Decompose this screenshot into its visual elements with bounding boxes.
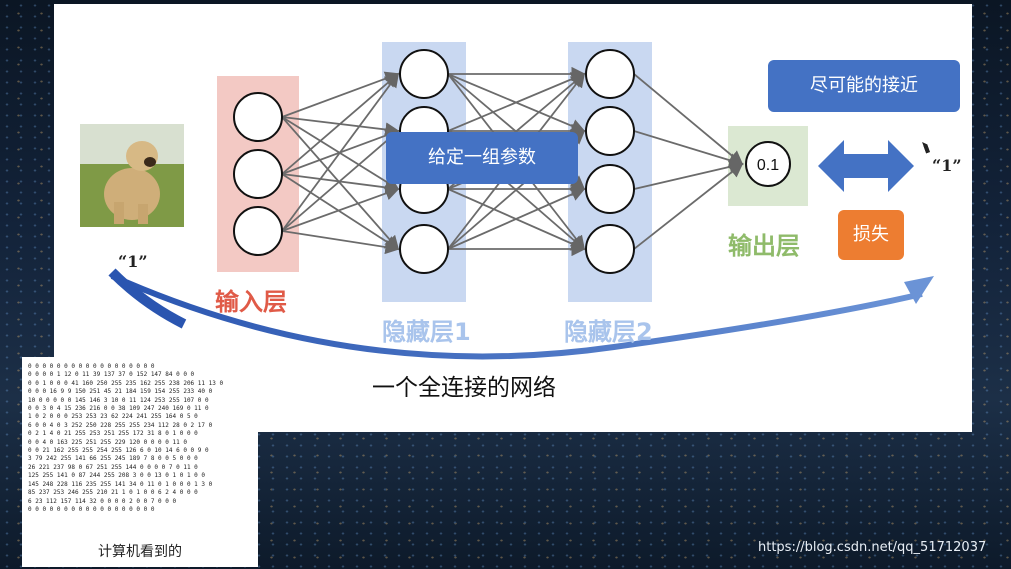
diagram-caption: 一个全连接的网络	[372, 375, 556, 401]
output-quote-label: “1”	[932, 156, 962, 175]
pixel-matrix-row: 6 23 112 157 114 32 0 0 0 0 2 0 0 7 0 0 …	[28, 497, 177, 505]
neuron	[233, 92, 283, 142]
neuron	[585, 106, 635, 156]
curve-arrowhead	[904, 276, 934, 304]
neuron	[233, 206, 283, 256]
connection-edge	[633, 159, 744, 190]
neuron	[399, 49, 449, 99]
pixel-matrix-caption: 计算机看到的	[98, 544, 182, 560]
pixel-matrix-row: 85 237 253 246 255 210 21 1 0 1 0 0 6 2 …	[28, 489, 198, 497]
pixel-matrix-row: 3 79 242 255 141 66 255 245 189 7 8 0 0 …	[28, 455, 198, 463]
connection-edge	[633, 73, 744, 166]
neuron	[399, 224, 449, 274]
input-quote-label: “1”	[118, 252, 148, 271]
connection-edge	[281, 129, 400, 232]
pixel-matrix-row: 0 0 0 16 9 9 150 251 45 21 184 159 154 2…	[28, 388, 213, 396]
connection-edge	[281, 72, 400, 232]
feedback-curve-arrow	[110, 273, 923, 360]
connection-edge	[281, 71, 400, 118]
hidden-layer-1-label: 隐藏层1	[382, 318, 471, 346]
pixel-matrix-row: 6 0 0 4 0 3 252 250 228 255 255 234 112 …	[28, 421, 213, 429]
pixel-matrix-row: 10 0 0 0 0 0 145 146 3 10 0 11 124 253 2…	[28, 396, 209, 404]
output-layer-label: 输出层	[728, 232, 800, 260]
param-box: 给定一组参数	[386, 132, 578, 184]
connection-edge	[281, 186, 400, 232]
pixel-matrix-row: 0 0 0 0 0 0 0 0 0 0 0 0 0 0 0 0 0 0	[28, 505, 155, 513]
input-layer-label: 输入层	[215, 288, 287, 316]
connection-edge	[281, 230, 400, 255]
neurons: 0.1	[233, 49, 791, 274]
slide: 0.1 “1” “1” 输入层 隐藏层1 隐藏层2 输出层 给定一组参数 尽可能…	[54, 4, 972, 432]
connection-edge	[281, 116, 400, 251]
connection-edge	[447, 72, 586, 132]
pixel-matrix-row: 0 2 1 4 0 21 255 253 251 255 172 31 8 0 …	[28, 430, 198, 438]
pixel-matrix-row: 0 0 3 0 4 15 236 216 0 0 38 109 247 240 …	[28, 405, 209, 413]
compare-double-arrow	[818, 140, 914, 192]
network-edges	[281, 66, 744, 257]
pixel-matrix-row: 0 0 1 0 0 0 41 160 250 255 235 162 255 2…	[28, 379, 224, 387]
neuron	[585, 49, 635, 99]
pixel-matrix-row: 0 0 0 0 0 0 0 0 0 0 0 0 0 0 0 0 0 0	[28, 363, 155, 370]
network-diagram: 0.1	[108, 42, 934, 360]
hidden-layer-2-label: 隐藏层2	[564, 318, 653, 346]
pixel-matrix-row: 0 0 21 162 255 255 254 255 126 6 0 10 14…	[28, 447, 209, 455]
pixel-matrix-row: 1 0 2 0 0 0 253 253 23 62 224 241 255 16…	[28, 413, 198, 421]
loss-box: 损失	[838, 210, 904, 260]
connection-edge	[633, 130, 744, 168]
connection-edge	[447, 187, 586, 250]
neuron	[233, 149, 283, 199]
watermark-url: https://blog.csdn.net/qq_51712037	[758, 540, 987, 555]
pixel-matrix-row: 0 0 4 0 163 225 251 255 229 120 0 0 0 0 …	[28, 438, 187, 446]
neuron	[585, 224, 635, 274]
approach-box: 尽可能的接近	[768, 60, 960, 112]
output-value: 0.1	[757, 157, 779, 174]
pixel-matrix-row: 26 221 237 98 0 67 251 255 144 0 0 0 0 7…	[28, 463, 198, 471]
pixel-matrix-row: 0 0 0 0 1 12 0 11 39 137 37 0 152 147 84…	[28, 371, 195, 379]
pixel-matrix-row: 145 248 228 116 235 255 141 34 0 11 0 1 …	[28, 480, 213, 488]
connection-edge	[281, 72, 400, 175]
neuron	[585, 164, 635, 214]
dog-photo	[80, 124, 184, 227]
pixel-matrix-row: 125 255 141 0 87 244 255 208 3 0 0 13 0 …	[28, 472, 206, 480]
connection-edge	[281, 173, 400, 250]
output-neuron	[745, 141, 791, 187]
connection-edge	[633, 162, 744, 250]
